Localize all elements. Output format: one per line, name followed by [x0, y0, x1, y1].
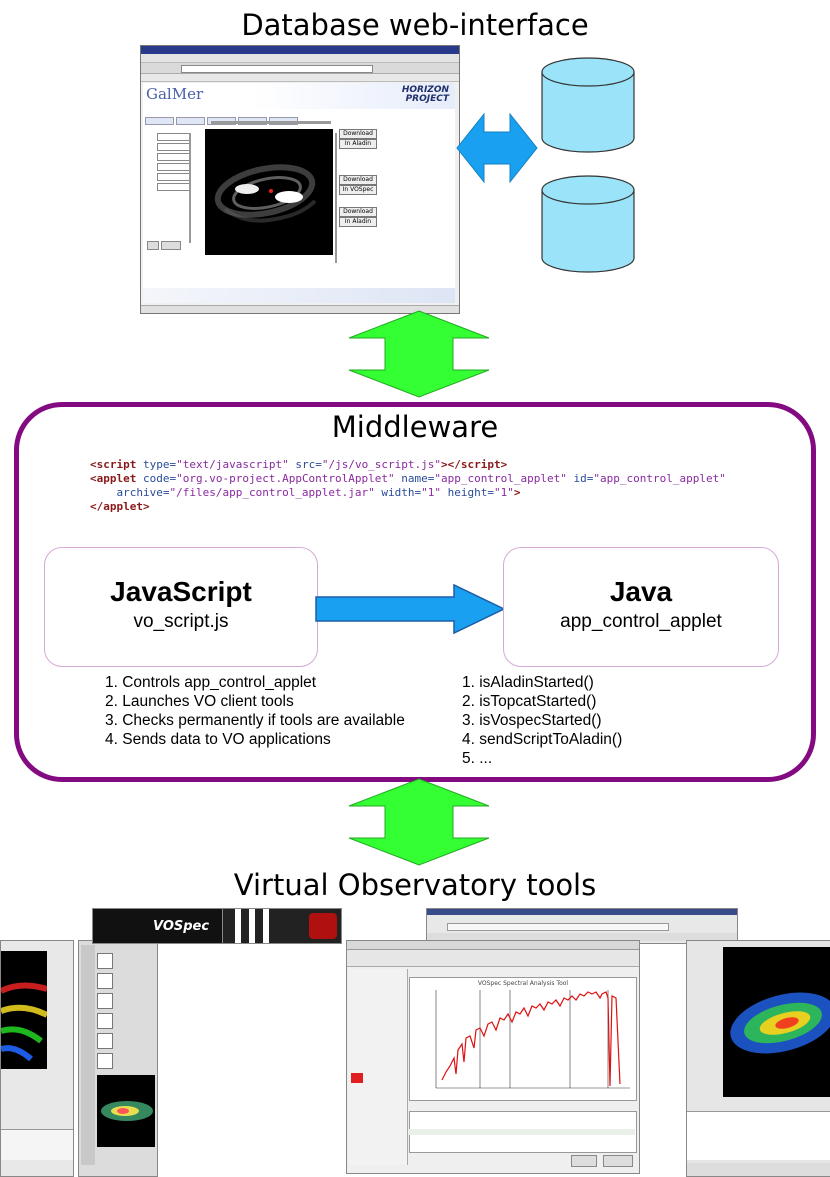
- in-aladin-button[interactable]: In Aladin: [339, 139, 377, 149]
- parameter-panel: [145, 123, 200, 250]
- java-applet-name: app_control_applet: [560, 611, 722, 632]
- spectrum-plot: [435, 990, 630, 1089]
- javascript-box: JavaScript vo_script.js: [44, 547, 318, 667]
- action-buttons: Download In Aladin Download In VOSpec Do…: [339, 129, 379, 249]
- list-item: 3. Checks permanently if tools are avail…: [105, 712, 405, 729]
- list-item: 4. sendScriptToAladin(): [462, 731, 623, 748]
- code-line: <script type="text/javascript" src="/js/…: [90, 458, 508, 471]
- database-icon: [541, 57, 635, 273]
- database-web-interface-heading: Database web-interface: [241, 8, 589, 42]
- html-code-snippet: <script type="text/javascript" src="/js/…: [90, 458, 726, 514]
- vertical-slider: [189, 133, 191, 243]
- virtual-observatory-tools-heading: Virtual Observatory tools: [233, 868, 597, 902]
- double-arrow-icon: [456, 112, 538, 184]
- image-slider: [211, 121, 331, 124]
- javascript-filename: vo_script.js: [133, 611, 229, 632]
- list-item: 4. Sends data to VO applications: [105, 731, 331, 748]
- list-item: 5. ...: [462, 750, 493, 767]
- vospec-logo: VOSpec: [153, 919, 210, 934]
- vospec-plot-title: VOSpec Spectral Analysis Tool: [477, 980, 569, 987]
- code-line: </applet>: [90, 500, 150, 513]
- vertical-double-arrow-icon: [348, 310, 490, 398]
- list-item: 3. isVospecStarted(): [462, 712, 602, 729]
- right-arrow-icon: [315, 583, 506, 635]
- database-web-interface-screenshot: GalMer HORIZON PROJECT: [140, 45, 460, 314]
- galmer-logo: GalMer: [146, 85, 204, 103]
- java-box: Java app_control_applet: [503, 547, 779, 667]
- page-footer: [143, 288, 455, 303]
- aladin-window: [78, 940, 158, 1177]
- page-banner: GalMer HORIZON PROJECT: [143, 83, 455, 109]
- code-line: archive="/files/app_control_applet.jar" …: [116, 486, 521, 499]
- javascript-title: JavaScript: [110, 576, 252, 607]
- code-line: <applet code="org.vo-project.AppControlA…: [90, 472, 726, 485]
- middleware-heading: Middleware: [331, 410, 499, 444]
- vospec-spectral-analysis-window: VOSpec Spectral Analysis Tool: [346, 940, 640, 1174]
- aladin-image-window: [686, 940, 830, 1177]
- vertical-slider-2: [335, 133, 337, 263]
- browser-bookmarks-bar: [141, 74, 459, 82]
- topcat-window: [0, 940, 74, 1177]
- browser-titlebar: [141, 46, 459, 54]
- java-method-list: 1. isAladinStarted() 2. isTopcatStarted(…: [462, 673, 622, 768]
- vospec-header-window: VOSpec: [92, 908, 224, 944]
- in-aladin-button[interactable]: In Aladin: [339, 217, 377, 227]
- galaxy-simulation-image: [205, 129, 333, 255]
- browser-menubar: [141, 54, 459, 63]
- browser-address-bar: [181, 65, 373, 73]
- java-title: Java: [609, 576, 673, 607]
- web-page-content: GalMer HORIZON PROJECT: [143, 83, 455, 303]
- list-item: 2. isTopcatStarted(): [462, 693, 597, 710]
- list-item: 2. Launches VO client tools: [105, 693, 294, 710]
- download-button[interactable]: Download: [339, 175, 377, 185]
- horizon-project-logo: HORIZON PROJECT: [401, 85, 449, 104]
- vospec-header-strip: [222, 908, 342, 944]
- javascript-function-list: 1. Controls app_control_applet 2. Launch…: [105, 673, 405, 749]
- browser-statusbar: [141, 305, 459, 313]
- page-tabs: [145, 110, 305, 125]
- vertical-double-arrow-icon: [348, 778, 490, 866]
- download-button[interactable]: Download: [339, 129, 377, 139]
- download-button[interactable]: Download: [339, 207, 377, 217]
- topcat-control-window: [426, 908, 738, 944]
- in-vospec-button[interactable]: In VOSpec: [339, 185, 377, 195]
- list-item: 1. Controls app_control_applet: [105, 674, 317, 691]
- list-item: 1. isAladinStarted(): [462, 674, 594, 691]
